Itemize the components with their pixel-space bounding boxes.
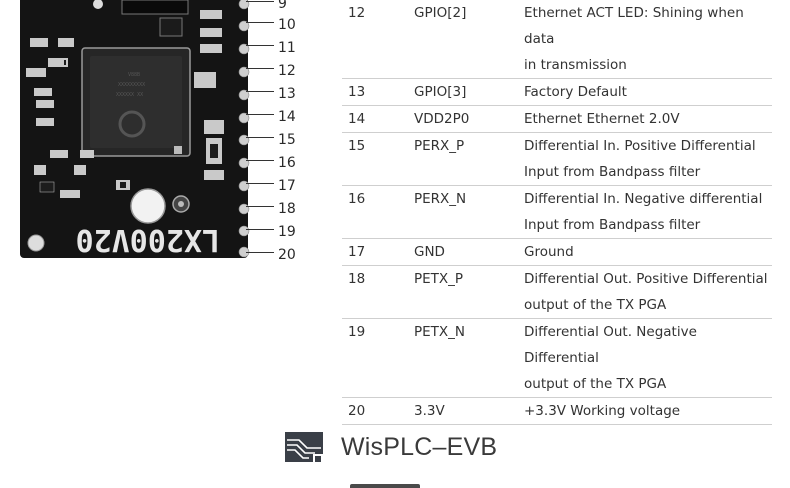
description-line: Factory Default <box>524 84 627 100</box>
section-title: WisPLC–EVB <box>341 432 498 461</box>
pin-leader-line <box>246 68 274 69</box>
circuit-trace-icon <box>285 432 323 462</box>
description-line: output of the TX PGA <box>524 297 667 313</box>
pin-leader-line <box>246 91 274 92</box>
description-line: Ethernet Ethernet 2.0V <box>524 111 680 127</box>
description-line: Differential In. Positive Differential <box>524 138 756 154</box>
pin-name-cell: PERX_N <box>414 185 524 239</box>
pin-number-cell: 20 <box>342 397 414 425</box>
description-line: in transmission <box>524 57 627 73</box>
pin-leader-line <box>246 183 274 184</box>
pin-number-cell: 16 <box>342 185 414 239</box>
pin-description-cell: Factory Default <box>524 78 772 106</box>
pin-description-cell: Ground <box>524 238 772 266</box>
pin-number-cell: 13 <box>342 78 414 106</box>
pin-name-cell: VDD2P0 <box>414 105 524 133</box>
pin-number-cell: 15 <box>342 132 414 186</box>
pin-label: 19 <box>278 224 296 240</box>
pin-leader-line <box>246 22 274 23</box>
svg-text:V88B: V88B <box>128 72 140 78</box>
module-board-photo: V88B XXXXXXXXX XXXXXX XX LX200V20 <box>20 0 250 258</box>
pin-label: 17 <box>278 178 296 194</box>
pin-leader-line <box>246 160 274 161</box>
pin-label: 18 <box>278 201 296 217</box>
pin-description-cell: Differential Out. Negative Differential o… <box>524 318 772 398</box>
section-heading: WisPLC–EVB <box>285 430 497 464</box>
description-line: Ground <box>524 244 574 260</box>
description-line: Input from Bandpass filter <box>524 164 701 180</box>
pin-label: 15 <box>278 132 296 148</box>
pin-name-cell: 3.3V <box>414 397 524 425</box>
svg-text:XXXXXXXXX: XXXXXXXXX <box>118 82 145 88</box>
pin-label: 14 <box>278 109 296 125</box>
pin-number-cell: 12 <box>342 0 414 79</box>
pin-leader-line <box>246 206 274 207</box>
pin-label: 16 <box>278 155 296 171</box>
pin-description-cell: Ethernet ACT LED: Shining when data in tr… <box>524 0 772 79</box>
pin-name-cell: GND <box>414 238 524 266</box>
pin-name-cell: GPIO[2] <box>414 0 524 79</box>
pin-leader-line <box>246 252 274 253</box>
pin-leader-line <box>246 45 274 46</box>
pin-description-cell: Differential Out. Positive Differential o… <box>524 265 772 319</box>
description-line: Input from Bandpass filter <box>524 217 701 233</box>
pin-leader-line <box>246 114 274 115</box>
pin-label: 20 <box>278 247 296 263</box>
board-silkscreen-text: LX200V20 <box>76 222 221 257</box>
board-pin-labels: 9 10 11 12 13 14 15 16 17 18 19 20 <box>246 0 320 270</box>
pin-label: 9 <box>278 0 287 12</box>
pin-number-cell: 14 <box>342 105 414 133</box>
pin-number-cell: 17 <box>342 238 414 266</box>
pin-number-cell: 18 <box>342 265 414 319</box>
description-line: Differential Out. Negative Differential <box>524 324 697 366</box>
pin-label: 10 <box>278 17 296 33</box>
description-line: Ethernet ACT LED: Shining when data <box>524 5 744 47</box>
pin-label: 11 <box>278 40 296 56</box>
pin-number-cell: 19 <box>342 318 414 398</box>
pin-name-cell: GPIO[3] <box>414 78 524 106</box>
description-line: +3.3V Working voltage <box>524 403 681 419</box>
pin-description-cell: +3.3V Working voltage <box>524 397 772 425</box>
pin-name-cell: PERX_P <box>414 132 524 186</box>
description-line: output of the TX PGA <box>524 376 667 392</box>
svg-text:XXXXXX XX: XXXXXX XX <box>116 92 143 98</box>
next-image-fragment <box>350 484 420 488</box>
pin-name-cell: PETX_N <box>414 318 524 398</box>
pin-label: 12 <box>278 63 296 79</box>
description-line: Differential Out. Positive Differential <box>524 271 768 287</box>
pin-leader-line <box>246 229 274 230</box>
pin-name-cell: PETX_P <box>414 265 524 319</box>
description-line: Differential In. Negative differential <box>524 191 763 207</box>
pin-leader-line <box>246 1 274 2</box>
pin-leader-line <box>246 137 274 138</box>
pin-description-cell: Ethernet Ethernet 2.0V <box>524 105 772 133</box>
pin-label: 13 <box>278 86 296 102</box>
